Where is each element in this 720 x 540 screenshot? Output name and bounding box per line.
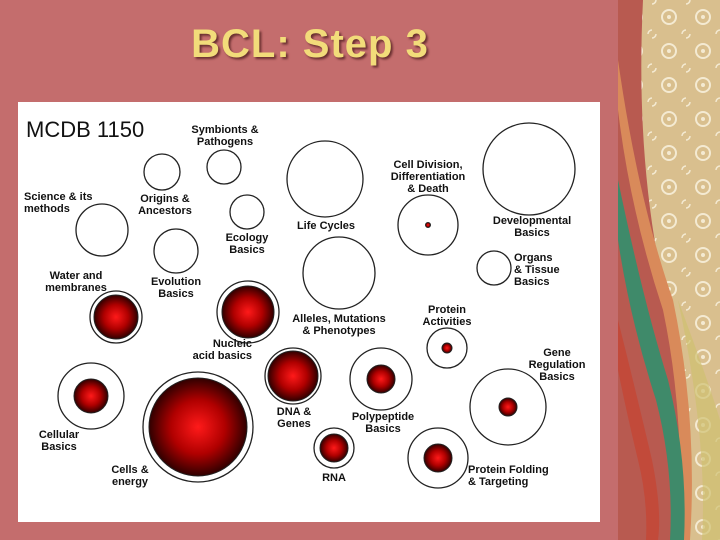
concept-map-panel: MCDB 1150 Symbionts & Pathogens Origins … [18, 102, 600, 522]
alleles-circle [302, 236, 376, 310]
polypeptide-core [366, 364, 396, 394]
protein-folding-core [423, 443, 453, 473]
cellular-core [73, 378, 109, 414]
rna-core [319, 433, 349, 463]
cell-division-core [425, 222, 431, 228]
label-alleles: Alleles, Mutations & Phenotypes [292, 313, 386, 337]
label-science: Science & its methods [24, 191, 93, 215]
label-life-cycles: Life Cycles [296, 220, 356, 232]
water-core [93, 294, 139, 340]
decorative-side-panel [618, 0, 720, 540]
life-cycles-circle [286, 140, 364, 218]
label-water: Water and membranes [45, 270, 107, 294]
nucleic-core [221, 285, 275, 339]
label-developmental: Developmental Basics [492, 215, 572, 239]
label-origins: Origins & Ancestors [138, 193, 192, 217]
label-polypeptide: Polypeptide Basics [351, 411, 415, 435]
label-protein-folding: Protein Folding & Targeting [468, 464, 549, 488]
origins-circle [143, 153, 181, 191]
slide-title: BCL: Step 3 [191, 22, 429, 66]
concept-map-circles [57, 122, 576, 489]
label-nucleic: Nucleic acid basics [192, 338, 252, 362]
label-cell-division: Cell Division, Differentiation & Death [390, 159, 466, 195]
label-protein-activities: Protein Activities [422, 304, 472, 328]
label-cells-energy: Cells & energy [111, 464, 149, 488]
science-circle [75, 203, 129, 257]
organs-circle [476, 250, 512, 286]
label-cellular: Cellular Basics [38, 429, 80, 453]
label-dna-genes: DNA & Genes [276, 406, 312, 430]
protein-activities-core [441, 342, 453, 354]
cells-energy-core [148, 377, 248, 477]
label-symbionts: Symbionts & Pathogens [191, 124, 259, 148]
course-code: MCDB 1150 [26, 117, 145, 142]
developmental-circle [482, 122, 576, 216]
dna-genes-core [267, 350, 319, 402]
label-organs: Organs & Tissue Basics [514, 252, 560, 288]
ecology-circle [229, 194, 265, 230]
gene-regulation-core [498, 397, 518, 417]
label-gene-regulation: Gene Regulation Basics [528, 347, 586, 383]
evolution-circle [153, 228, 199, 274]
symbionts-circle [206, 149, 242, 185]
label-rna: RNA [322, 472, 346, 484]
label-evolution: Evolution Basics [150, 276, 202, 300]
label-ecology: Ecology Basics [225, 232, 269, 256]
